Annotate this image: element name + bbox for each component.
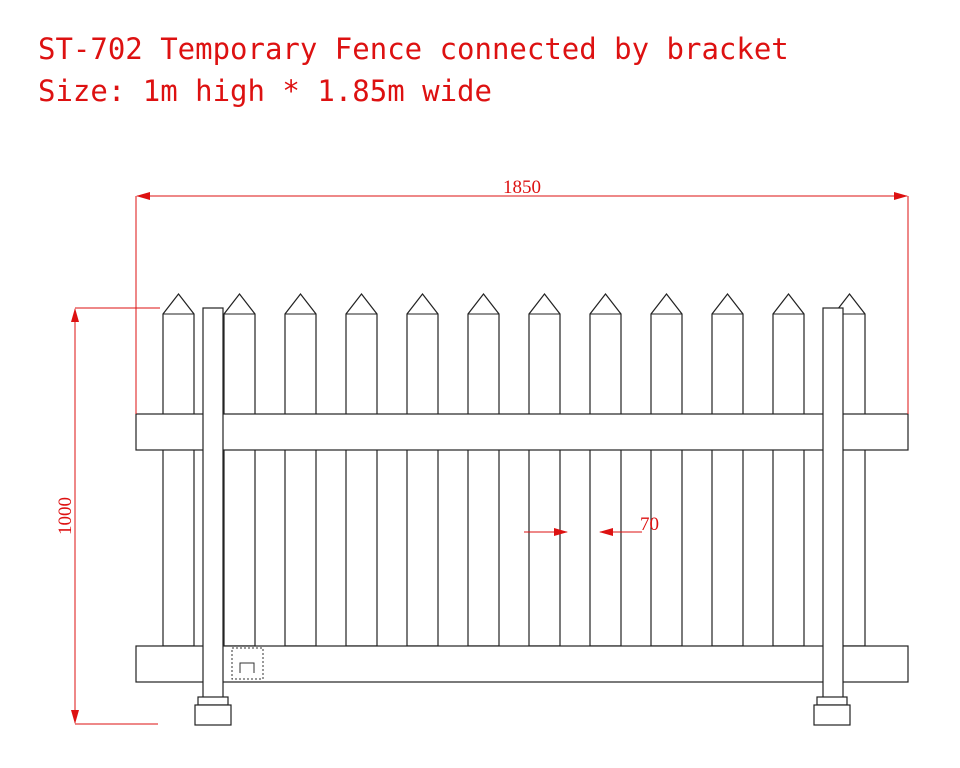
page-title: ST-702 Temporary Fence connected by brac… [38,32,789,66]
picket [650,293,683,647]
picket [467,293,500,647]
picket [711,293,744,647]
picket [406,293,439,647]
picket-width-label: 70 [640,514,659,535]
width-label: 1850 [503,177,541,198]
pickets-group [162,293,866,647]
height-label: 1000 [55,497,76,535]
bracket-detail [231,647,264,680]
picket [528,293,561,647]
height-dimension: 1000 [55,307,160,725]
size-subtitle: Size: 1m high * 1.85m wide [38,74,492,108]
picket [162,293,195,647]
right-foot [813,696,851,726]
picket [223,293,256,647]
picket [589,293,622,647]
right-post [822,307,844,699]
width-dimension: 1850 [135,177,909,414]
left-post [202,307,224,699]
left-foot [194,696,232,726]
bottom-rail [135,645,909,683]
picket-width-dimension: 70 [524,514,659,536]
picket [345,293,378,647]
picket [772,293,805,647]
picket [284,293,317,647]
top-rail [135,413,909,451]
